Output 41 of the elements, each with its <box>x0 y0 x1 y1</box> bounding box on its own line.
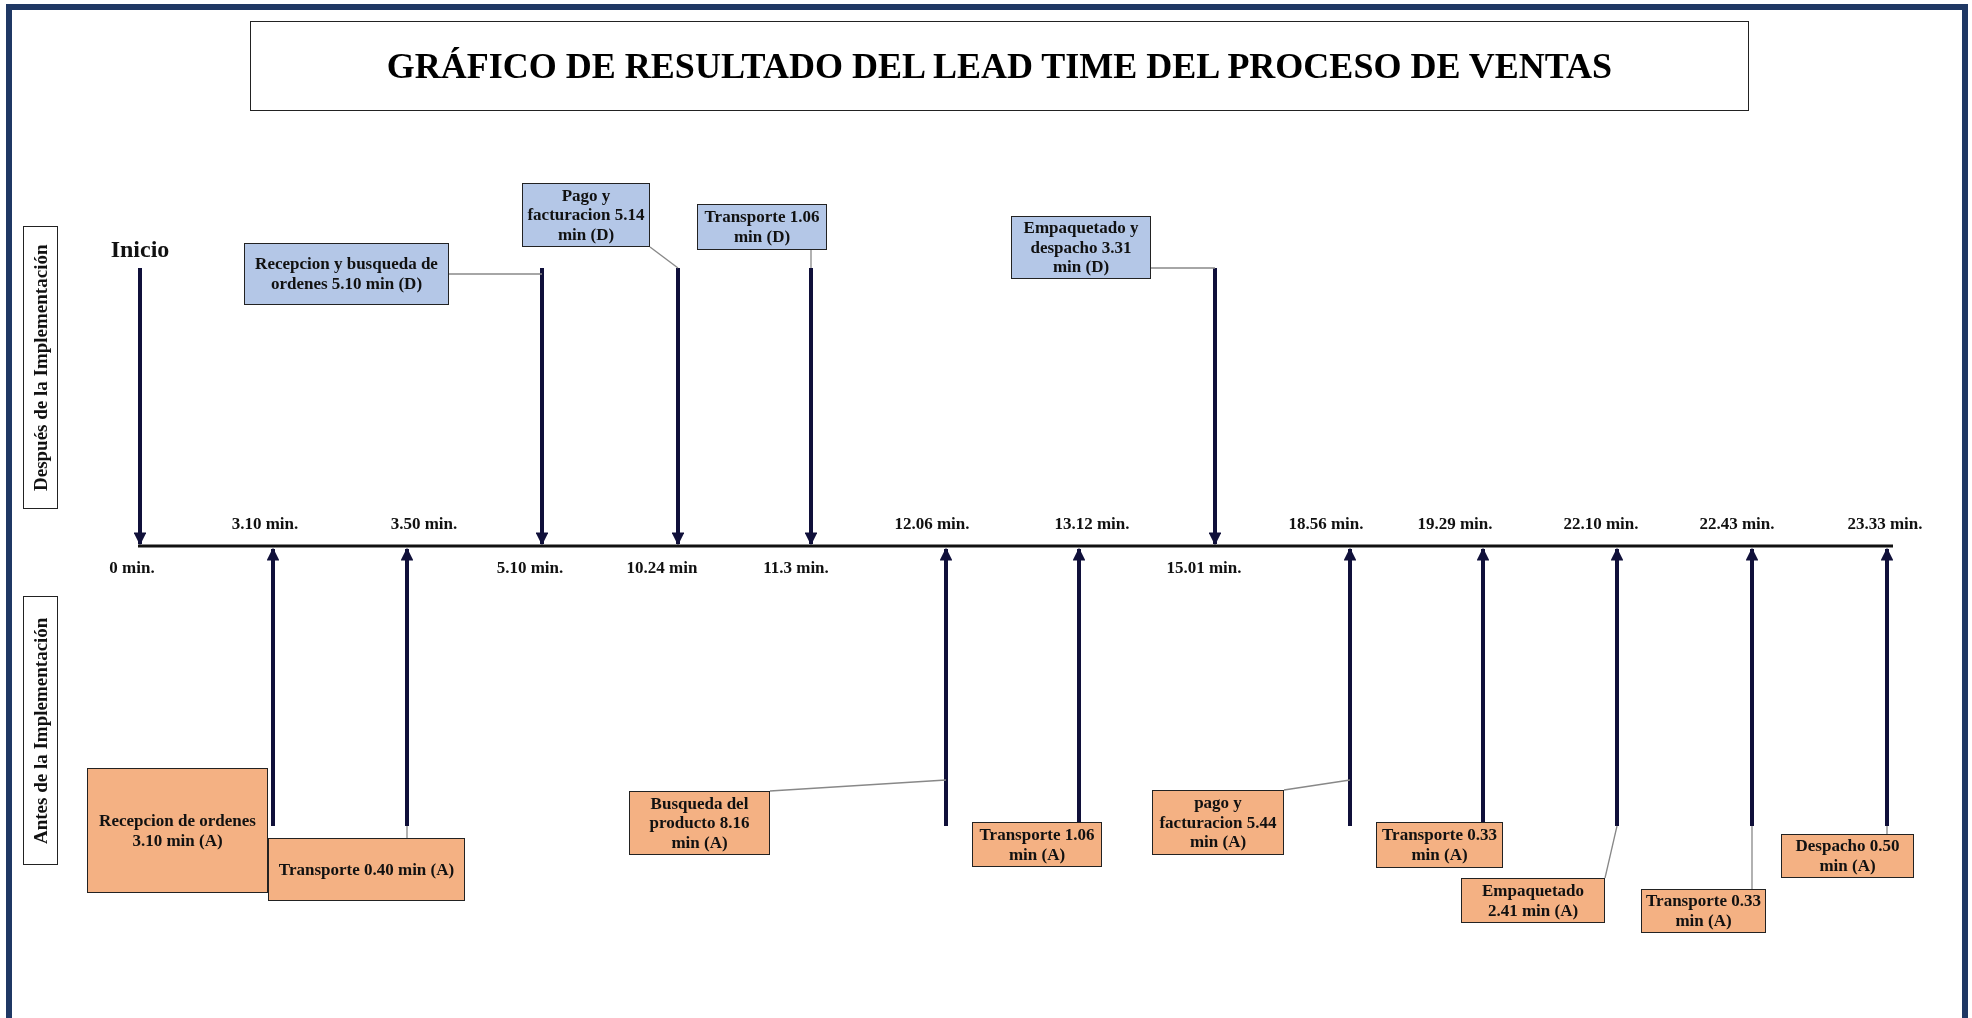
callout-box: Transporte 1.06 min (A) <box>972 822 1102 867</box>
time-label: 19.29 min. <box>1417 514 1493 534</box>
leader-line <box>1283 779 1351 791</box>
start-label: Inicio <box>110 235 170 263</box>
callout-box: Despacho 0.50 min (A) <box>1781 834 1914 878</box>
title: GRÁFICO DE RESULTADO DEL LEAD TIME DEL PROCESO DE VENTAS <box>250 21 1749 111</box>
callout-box: Busqueda del producto 8.16 min (A) <box>629 791 770 855</box>
callout-box: pago y facturacion 5.44 min (A) <box>1152 790 1284 855</box>
time-label: 0 min. <box>109 558 155 578</box>
leader-line <box>406 825 408 839</box>
callout-box: Empaquetado y despacho 3.31 min (D) <box>1011 216 1151 279</box>
leader-line <box>769 779 947 792</box>
time-label: 11.3 min. <box>763 558 829 578</box>
time-label: 5.10 min. <box>496 558 564 578</box>
time-label: 12.06 min. <box>894 514 970 534</box>
time-label: 18.56 min. <box>1288 514 1364 534</box>
callout-box: Transporte 0.33 min (A) <box>1641 889 1766 933</box>
time-label: 22.43 min. <box>1699 514 1775 534</box>
leader-line <box>649 246 679 269</box>
time-label: 10.24 min <box>626 558 698 578</box>
section-label: Antes de la Implementación <box>23 596 58 865</box>
leader-line <box>810 249 812 269</box>
callout-box: Recepcion y busqueda de ordenes 5.10 min (D) <box>244 243 449 305</box>
time-label: 3.50 min. <box>390 514 458 534</box>
section-label: Después de la Implementación <box>23 226 58 509</box>
callout-box: Pago y facturacion 5.14 min (D) <box>522 183 650 247</box>
time-label: 23.33 min. <box>1847 514 1923 534</box>
callout-box: Empaquetado 2.41 min (A) <box>1461 878 1605 923</box>
time-label: 15.01 min. <box>1166 558 1242 578</box>
callout-box: Transporte 0.40 min (A) <box>268 838 465 901</box>
leader-line <box>448 273 543 275</box>
leader-line <box>1886 825 1888 835</box>
callout-box: Transporte 1.06 min (D) <box>697 204 827 250</box>
callout-box: Transporte 0.33 min (A) <box>1376 822 1503 868</box>
leader-line <box>1150 267 1216 269</box>
leader-line <box>1604 825 1618 879</box>
time-label: 13.12 min. <box>1054 514 1130 534</box>
time-label: 22.10 min. <box>1563 514 1639 534</box>
time-label: 3.10 min. <box>231 514 299 534</box>
callout-box: Recepcion de ordenes 3.10 min (A) <box>87 768 268 893</box>
leader-line <box>1751 825 1753 890</box>
